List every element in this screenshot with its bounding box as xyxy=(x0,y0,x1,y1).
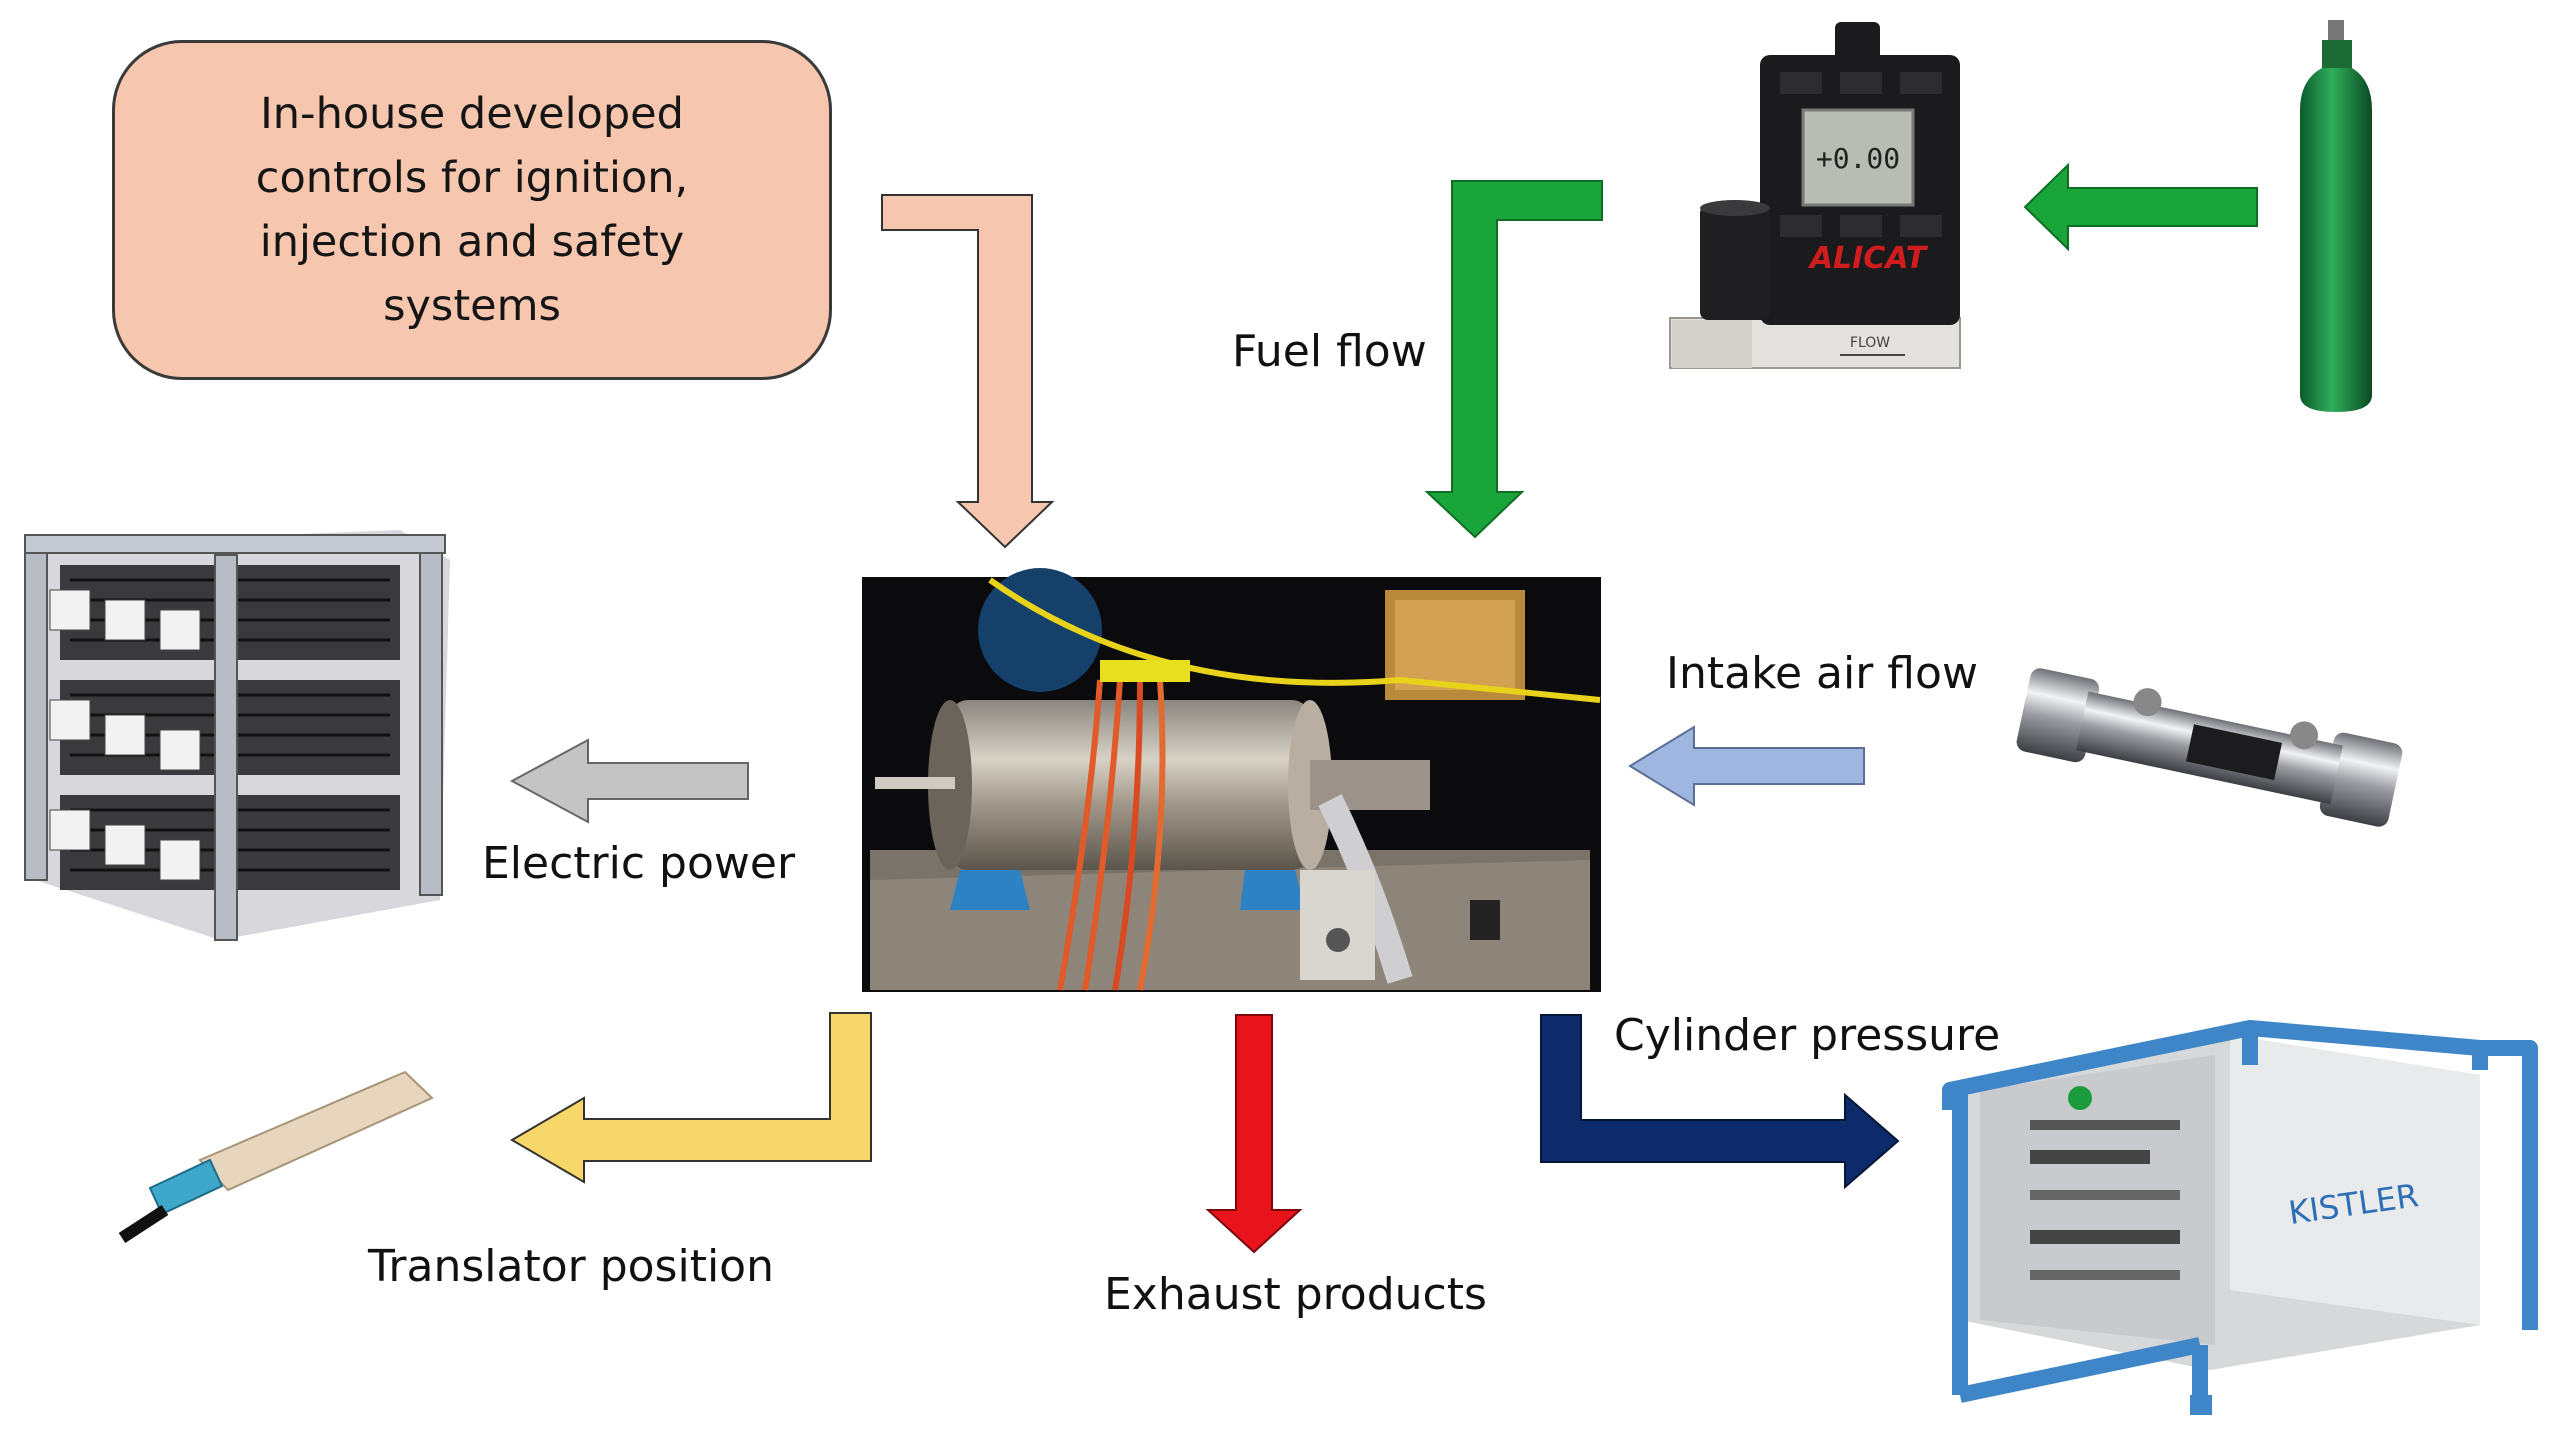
cylinder-pressure-label: Cylinder pressure xyxy=(1614,1010,2001,1061)
exhaust-products-label: Exhaust products xyxy=(1104,1269,1487,1320)
flow-mark: FLOW xyxy=(1850,335,1890,351)
mass-flow-meter: +0.00 ALICAT FLOW xyxy=(1669,22,1961,369)
controls-arrow xyxy=(881,194,1055,549)
fuel-flow-label: Fuel flow xyxy=(1232,326,1427,377)
gas-cylinder xyxy=(2300,20,2372,412)
translator-position-label: Translator position xyxy=(368,1241,774,1292)
intake-air-flow-label: Intake air flow xyxy=(1666,648,1978,699)
cylinder-pressure-arrow xyxy=(1540,1014,1900,1190)
controls-line-4: systems xyxy=(383,281,561,331)
intake-air-arrow xyxy=(1628,725,1865,807)
controls-text: In-house developed controls for ignition… xyxy=(172,82,772,338)
controls-line-1: In-house developed xyxy=(260,89,684,139)
controls-box: In-house developed controls for ignition… xyxy=(112,40,832,380)
alicat-logo: ALICAT xyxy=(1808,241,1929,276)
kistler-daq: KISTLER xyxy=(1942,1020,2538,1415)
electric-power-label: Electric power xyxy=(482,838,796,889)
position-sensor xyxy=(118,1070,434,1244)
gas-supply-arrow xyxy=(2023,162,2258,252)
electric-power-arrow xyxy=(509,738,749,824)
resistor-bank xyxy=(24,530,450,941)
controls-line-2: controls for ignition, xyxy=(255,153,689,203)
controls-line-3: injection and safety xyxy=(259,217,685,267)
engine-photo xyxy=(862,568,1601,992)
flow-meter-display: +0.00 xyxy=(1816,142,1900,175)
air-flow-sensor xyxy=(2016,668,2403,827)
exhaust-arrow xyxy=(1205,1014,1303,1254)
fuel-flow-arrow xyxy=(1424,180,1603,539)
translator-position-arrow xyxy=(510,1012,872,1184)
